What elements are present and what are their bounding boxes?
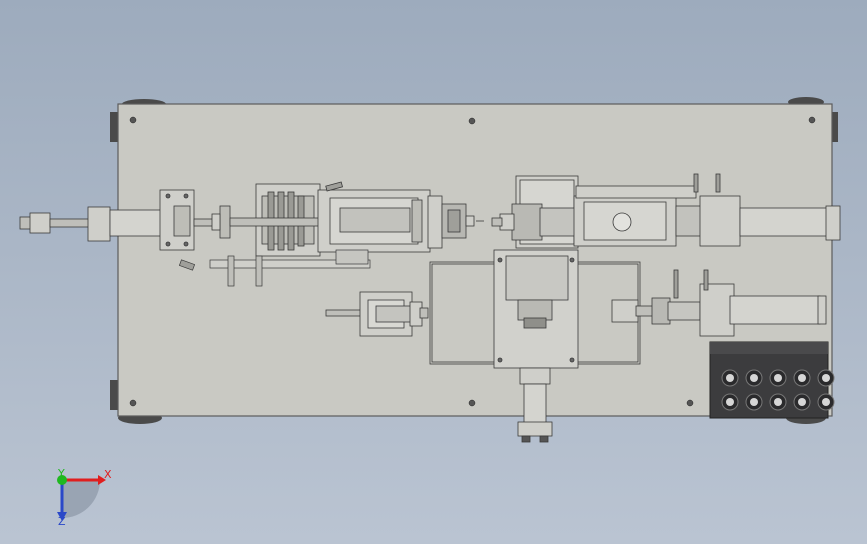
panel-button[interactable] bbox=[822, 398, 830, 406]
hole bbox=[129, 116, 137, 124]
rail-plate bbox=[209, 259, 371, 269]
panel-button[interactable] bbox=[822, 374, 830, 382]
small-cyl-body bbox=[375, 305, 415, 323]
foot-side-right-upper bbox=[832, 112, 838, 142]
panel-button[interactable] bbox=[798, 374, 806, 382]
right-cylinder-body bbox=[739, 207, 829, 237]
panel-button[interactable] bbox=[726, 398, 734, 406]
clamp-tip bbox=[465, 215, 475, 227]
foot-side-left-lower bbox=[110, 380, 118, 410]
pulley-unit[interactable] bbox=[229, 183, 327, 257]
panel-button[interactable] bbox=[774, 398, 782, 406]
lower-right-chuck bbox=[651, 297, 671, 325]
left-cylinder-flange-inner bbox=[173, 205, 191, 237]
clamp-lever bbox=[325, 181, 343, 192]
vertical-cylinder-body bbox=[523, 383, 547, 425]
spindle-bore bbox=[612, 212, 632, 232]
vertical-cylinder-cap bbox=[517, 421, 553, 437]
left-coupling bbox=[219, 205, 231, 239]
center-left-clamp[interactable] bbox=[317, 181, 484, 253]
z-axis-label: Z bbox=[58, 515, 66, 528]
center-slide-table[interactable] bbox=[429, 249, 641, 369]
center-small-cylinder[interactable] bbox=[325, 291, 429, 337]
control-panel[interactable] bbox=[709, 341, 835, 419]
x-axis-label: X bbox=[104, 468, 112, 481]
left-lower-rails[interactable] bbox=[178, 249, 371, 287]
y-axis-dot bbox=[57, 475, 67, 485]
clamp-end-block bbox=[427, 195, 443, 249]
bottom-vertical-cylinder[interactable] bbox=[517, 367, 553, 443]
hole bbox=[686, 399, 694, 407]
left-cylinder-body bbox=[109, 209, 167, 237]
hole bbox=[468, 399, 476, 407]
hole bbox=[808, 116, 816, 124]
triad-shading bbox=[62, 480, 100, 518]
hole bbox=[468, 117, 476, 125]
right-cylinder-end bbox=[825, 205, 841, 241]
clamp-cylinder bbox=[339, 207, 411, 233]
spring-clip bbox=[178, 259, 196, 271]
left-rod-nut bbox=[29, 212, 51, 234]
hole bbox=[129, 399, 137, 407]
control-panel-buttons[interactable] bbox=[721, 369, 835, 411]
left-cylinder-end bbox=[87, 206, 111, 242]
right-spindle-assembly[interactable] bbox=[491, 173, 841, 249]
mounting-holes bbox=[129, 116, 816, 407]
x-axis-arrow bbox=[98, 475, 106, 485]
panel-button[interactable] bbox=[798, 398, 806, 406]
lower-right-cylinder-body bbox=[729, 295, 821, 325]
spindle-chuck bbox=[511, 203, 543, 241]
panel-button[interactable] bbox=[750, 374, 758, 382]
left-cylinder-assembly[interactable] bbox=[19, 189, 231, 251]
panel-button[interactable] bbox=[774, 374, 782, 382]
left-piston-rod bbox=[49, 218, 93, 228]
y-axis-label: Y bbox=[57, 467, 65, 480]
left-coupling-hub bbox=[211, 213, 221, 231]
z-axis-arrow bbox=[57, 512, 67, 521]
pulley-shaft bbox=[229, 217, 327, 227]
slide-block bbox=[517, 299, 553, 321]
lower-right-cylinder[interactable] bbox=[611, 269, 827, 337]
axis-triad: X Z Y bbox=[57, 467, 112, 528]
panel-button[interactable] bbox=[750, 398, 758, 406]
panel-button[interactable] bbox=[726, 374, 734, 382]
foot-side-left-upper bbox=[110, 112, 118, 142]
lower-right-frame bbox=[699, 283, 735, 337]
